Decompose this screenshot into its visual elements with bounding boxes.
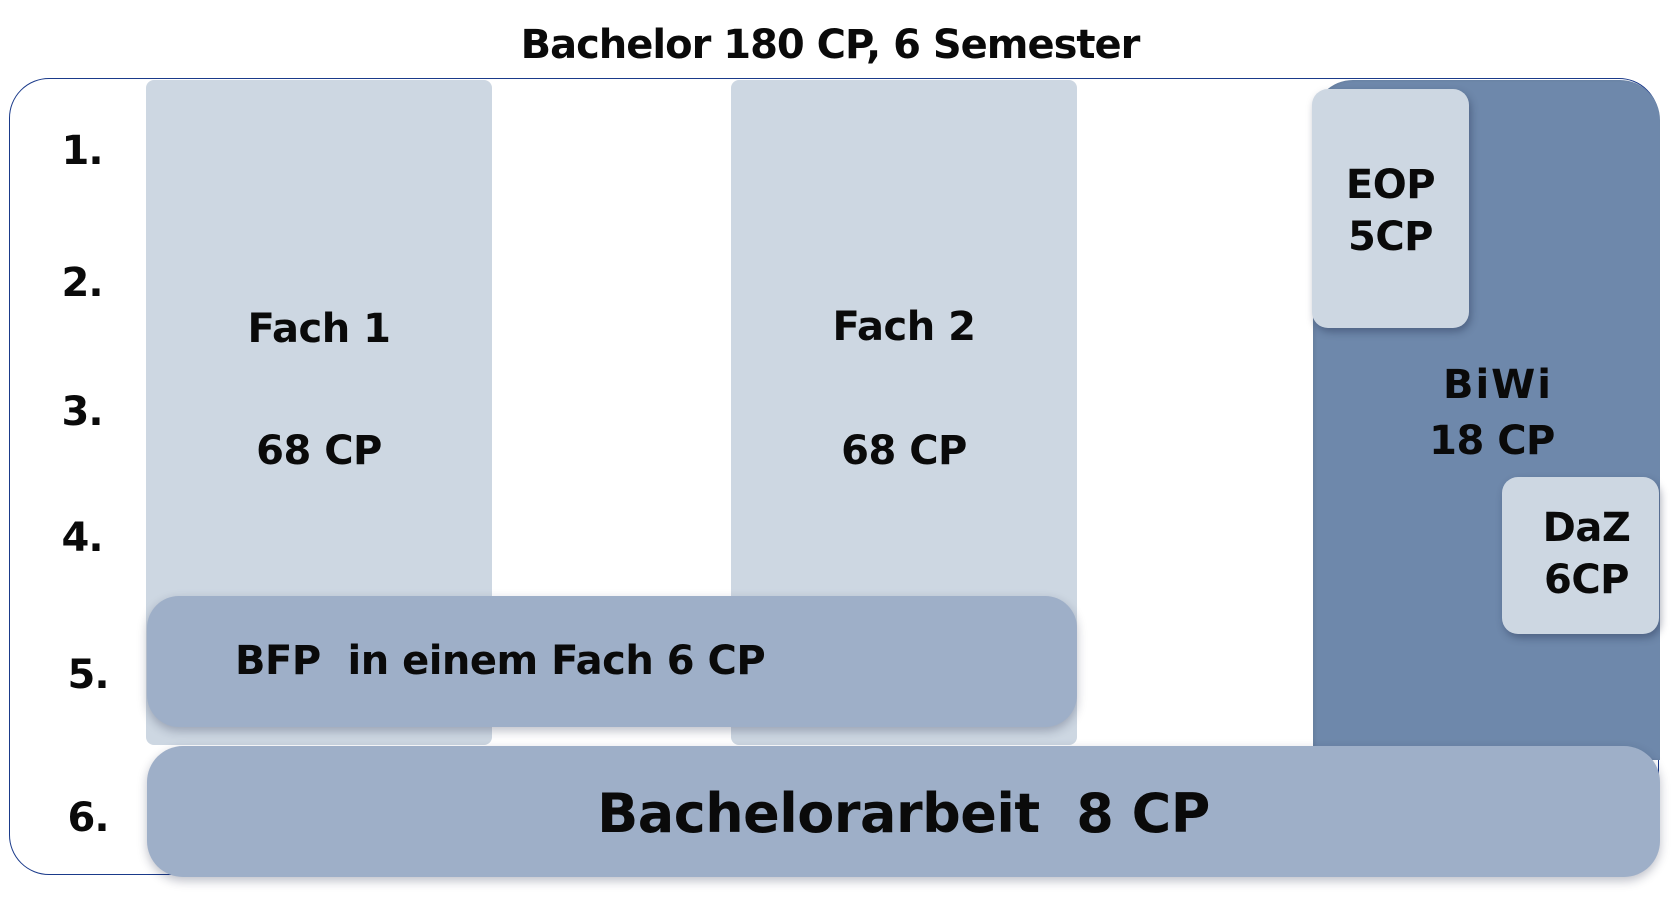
biwi-block: BiWi 18 CP bbox=[1313, 80, 1660, 760]
daz-name: DaZ bbox=[1542, 505, 1631, 551]
semester-label-3: 3. bbox=[61, 389, 103, 435]
semester-label-1: 1. bbox=[61, 128, 103, 174]
daz-block: DaZ 6CP bbox=[1502, 477, 1659, 634]
eop-name: EOP bbox=[1345, 162, 1436, 208]
daz-cp: 6CP bbox=[1543, 557, 1630, 603]
semester-label-4: 4. bbox=[61, 515, 103, 561]
fach2-name: Fach 2 bbox=[832, 304, 976, 350]
bachelorarbeit-label: Bachelorarbeit 8 CP bbox=[597, 782, 1210, 845]
fach1-name: Fach 1 bbox=[247, 306, 391, 352]
semester-label-5: 5. bbox=[67, 652, 109, 698]
fach1-cp: 68 CP bbox=[256, 428, 382, 474]
semester-label-2: 2. bbox=[61, 260, 103, 306]
bachelorarbeit-block: Bachelorarbeit 8 CP bbox=[147, 746, 1660, 877]
diagram-title: Bachelor 180 CP, 6 Semester bbox=[520, 22, 1141, 68]
fach2-cp: 68 CP bbox=[841, 428, 967, 474]
bfp-label: BFP in einem Fach 6 CP bbox=[235, 638, 766, 684]
semester-label-6: 6. bbox=[67, 795, 109, 841]
eop-cp: 5CP bbox=[1347, 214, 1434, 260]
eop-block: EOP 5CP bbox=[1312, 89, 1469, 328]
bfp-block: BFP in einem Fach 6 CP bbox=[147, 596, 1077, 727]
biwi-cp: 18 CP bbox=[1429, 418, 1555, 464]
biwi-name: BiWi bbox=[1442, 362, 1554, 408]
